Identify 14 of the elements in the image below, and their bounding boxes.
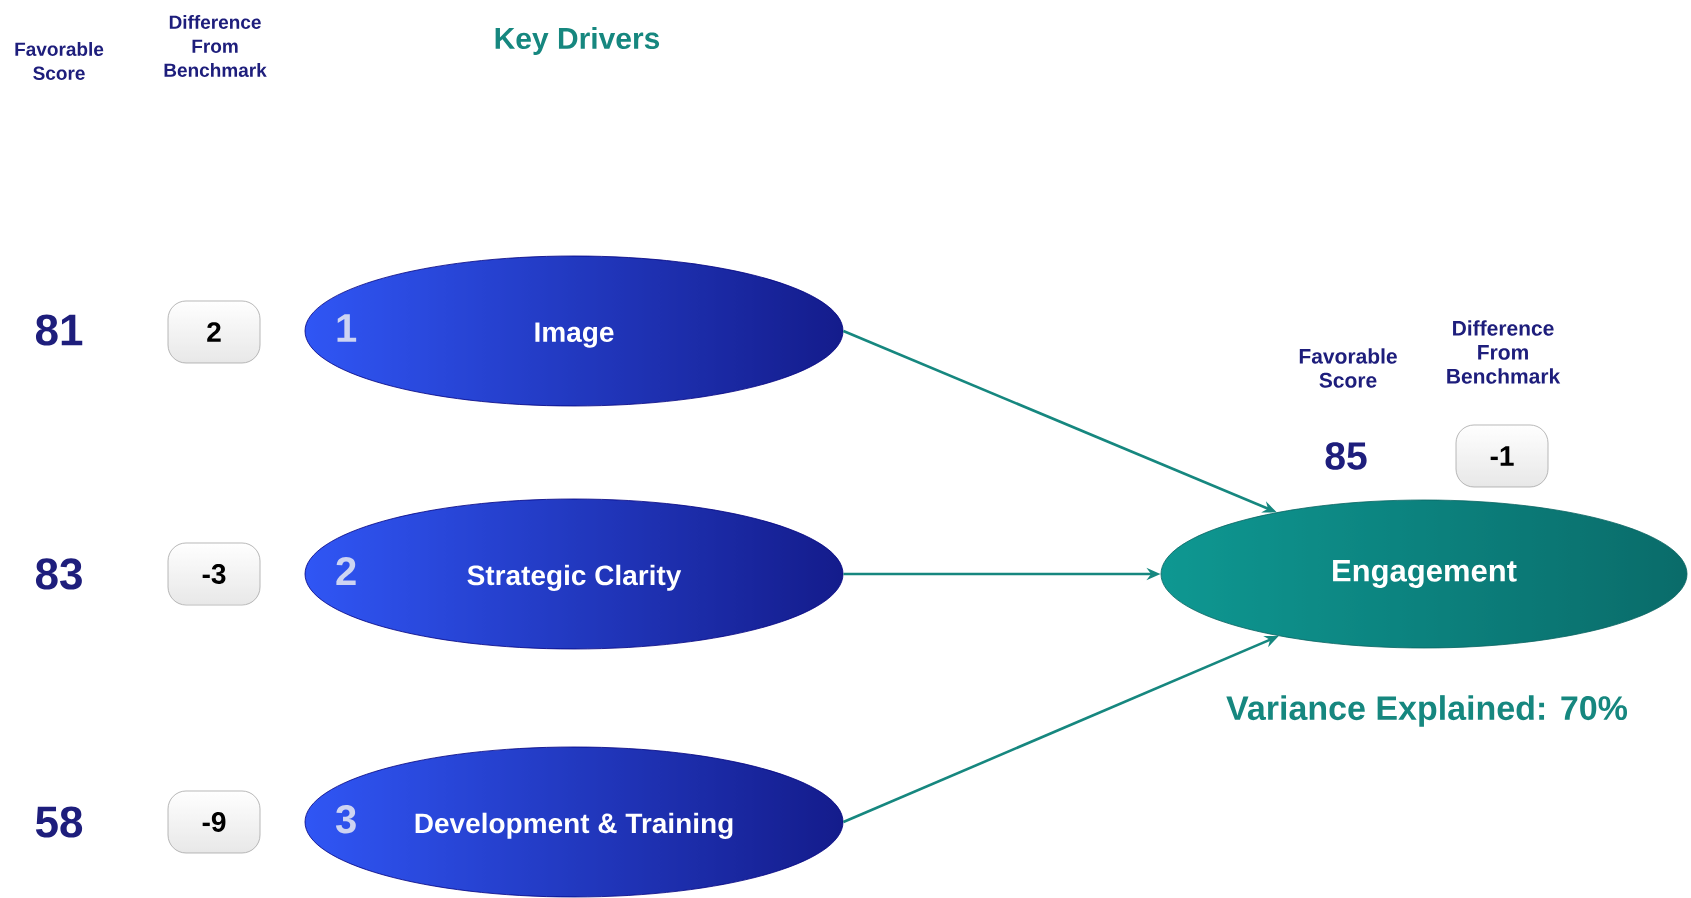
value-box: -3 [167,542,261,606]
column-heading: Difference From Benchmark [1447,320,1561,384]
value-box: 2 [167,300,261,364]
value-box: -9 [167,790,261,854]
column-heading: Favorable Score [15,42,104,80]
score-value: 85 [1325,442,1367,470]
value-box: -1 [1455,424,1549,488]
column-heading: Difference From Benchmark [164,15,267,77]
column-heading: Favorable Score [1299,348,1397,388]
score-value: 58 [35,806,83,838]
score-value: 83 [35,558,82,590]
variance-note: Variance Explained: 70% [1226,695,1628,727]
chart-title: Key Drivers [495,27,660,55]
score-value: 81 [35,314,83,346]
